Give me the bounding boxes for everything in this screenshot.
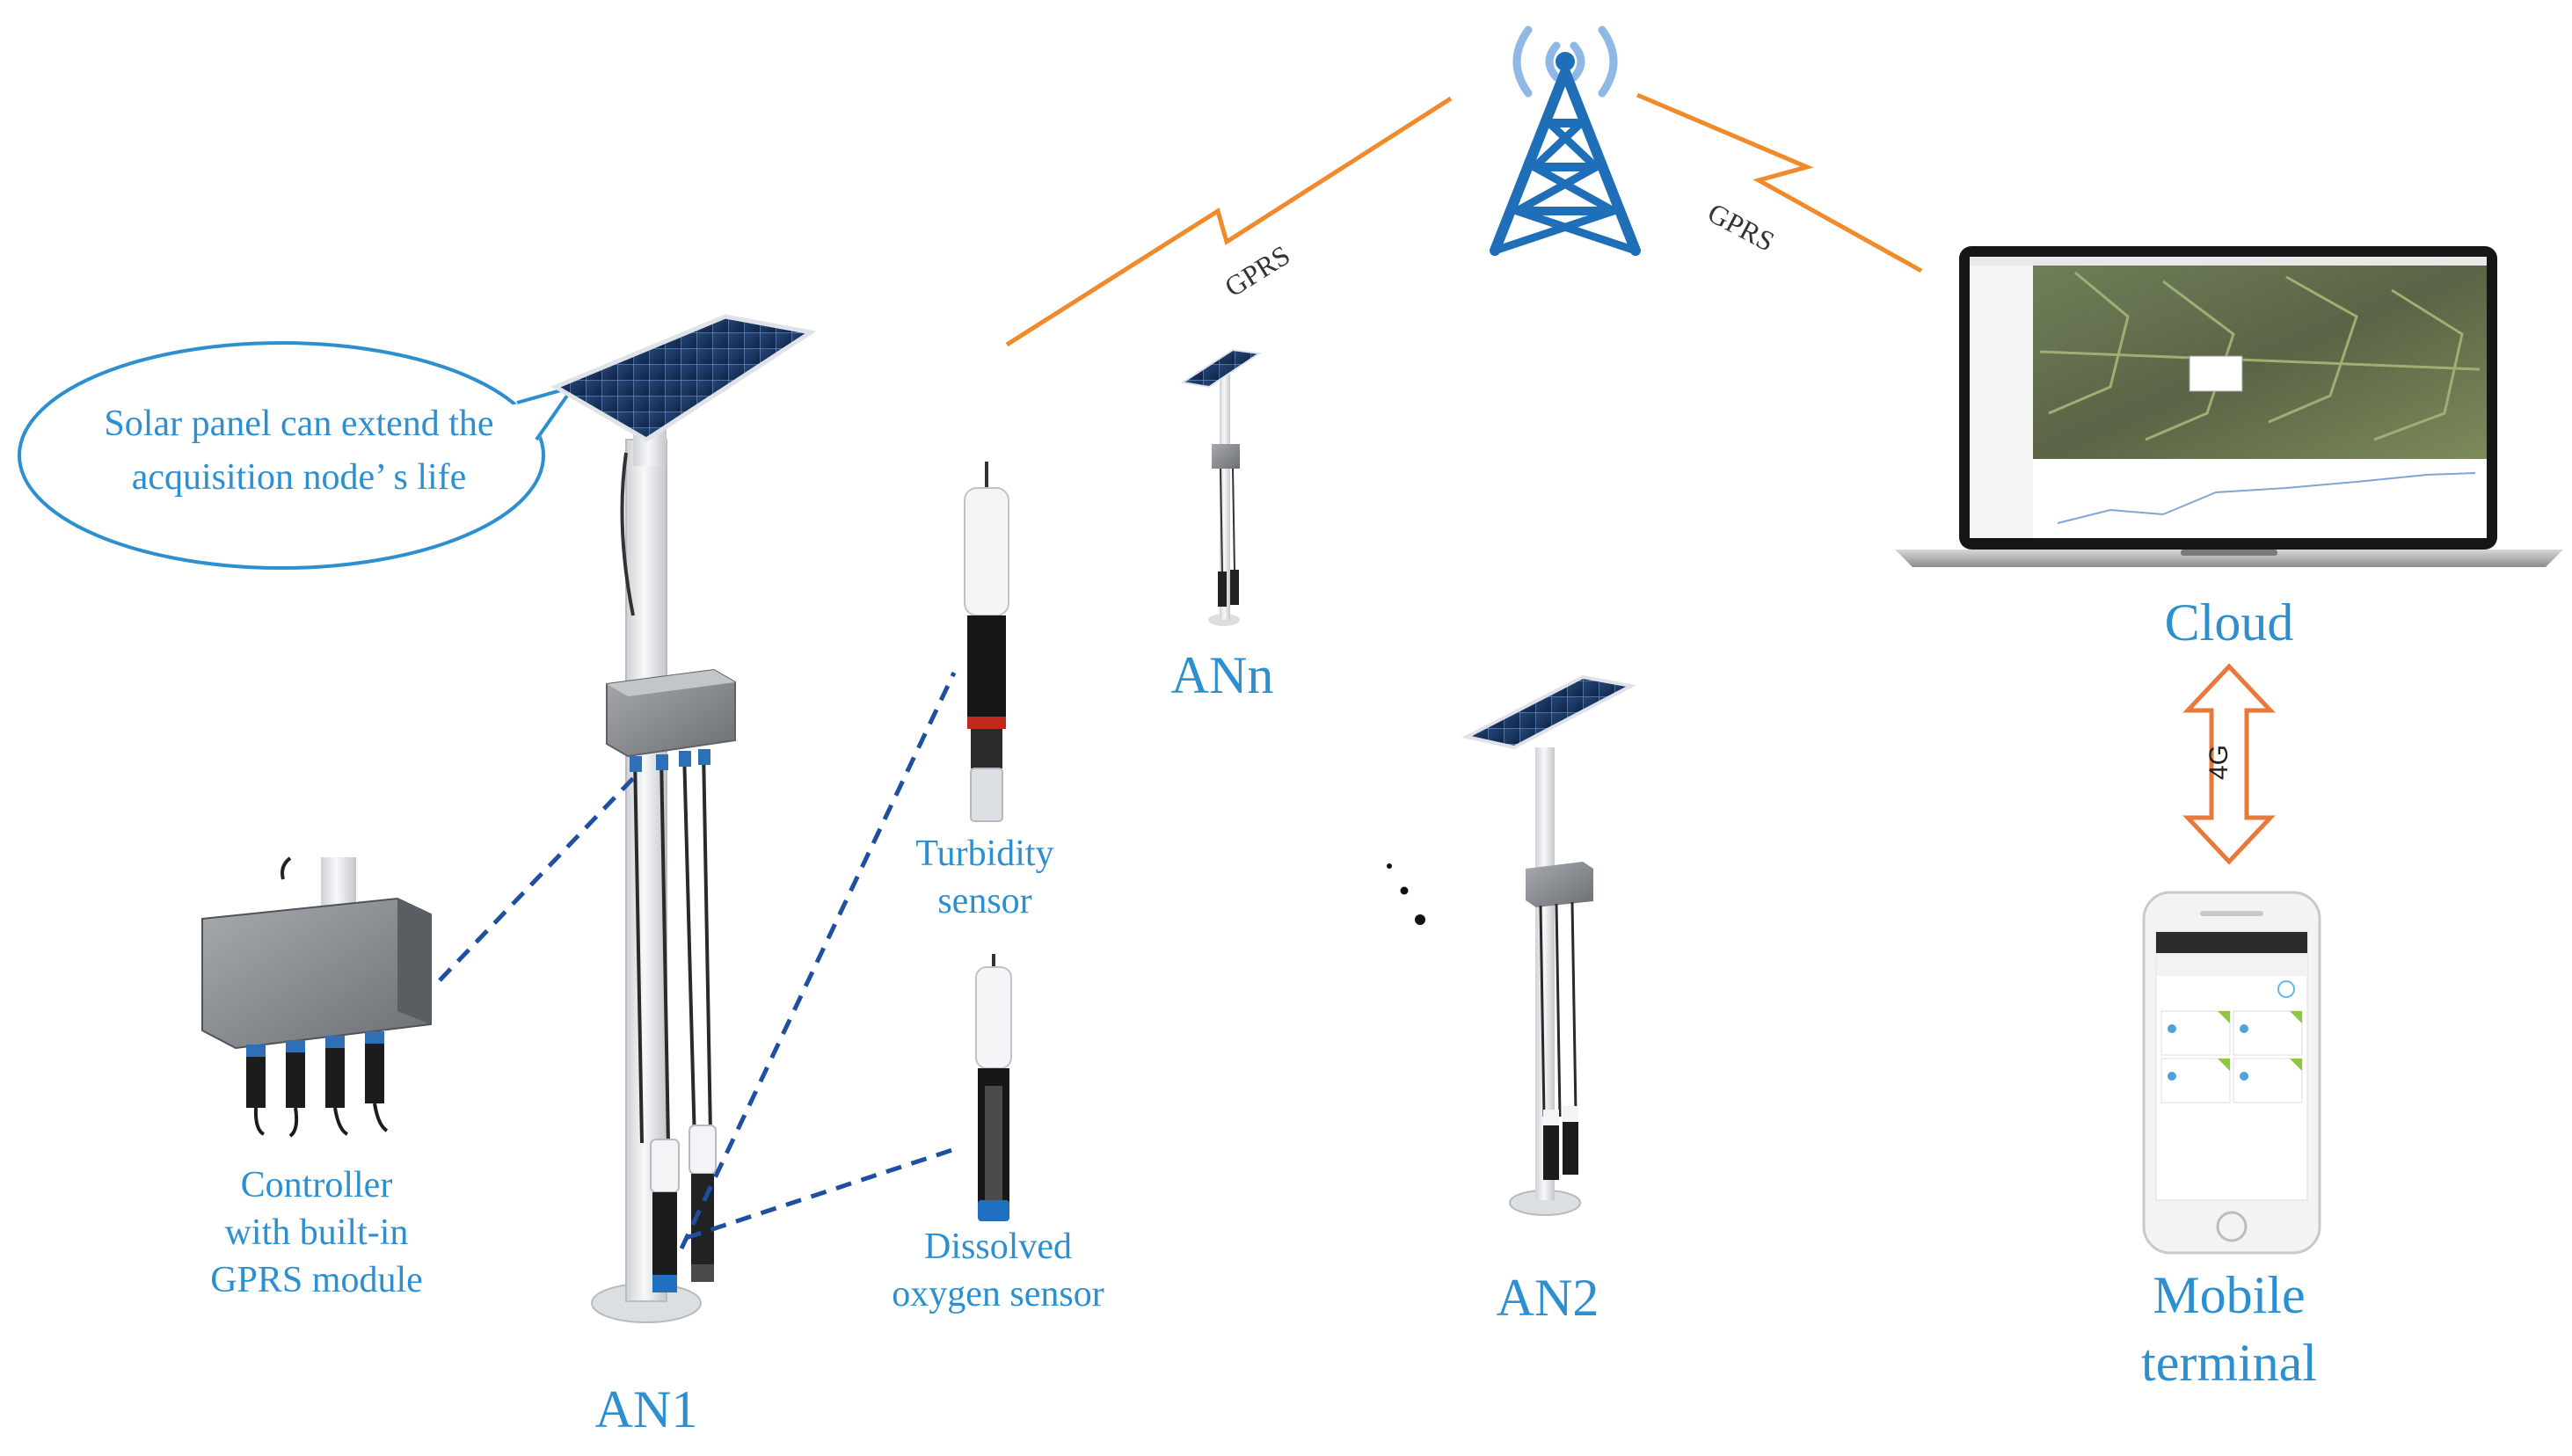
mobile-terminal-line-1: Mobile xyxy=(2153,1266,2306,1324)
cloud-label: Cloud xyxy=(2164,593,2294,652)
solar-note-line-1: Solar panel can extend the xyxy=(104,404,494,444)
controller-label-line-2: with built-in xyxy=(224,1212,409,1253)
mobile-terminal-label: Mobile terminal xyxy=(2093,1262,2365,1397)
controller-label-line-1: Controller xyxy=(240,1165,393,1205)
smartphone-image xyxy=(2142,891,2321,1255)
turbidity-label-line-2: sensor xyxy=(937,880,1032,921)
turbidity-label-line-1: Turbidity xyxy=(915,834,1054,874)
controller-label: Controller with built-in GPRS module xyxy=(167,1162,466,1304)
gprs-link-right xyxy=(1636,92,1923,273)
turbidity-label: Turbidity sensor xyxy=(853,831,1117,926)
laptop-cloud-image xyxy=(1895,246,2563,567)
dissolved-oxygen-label-line-2: oxygen sensor xyxy=(892,1273,1104,1314)
an2-node-image xyxy=(1461,674,1637,1216)
ann-node-image xyxy=(1180,348,1262,626)
more-nodes-dots xyxy=(1387,863,1425,925)
mobile-terminal-line-2: terminal xyxy=(2141,1333,2317,1392)
do-sensor-image xyxy=(975,954,1012,1221)
dissolved-oxygen-label: Dissolved oxygen sensor xyxy=(844,1224,1152,1319)
an1-label: AN1 xyxy=(594,1380,698,1438)
dissolved-oxygen-label-line-1: Dissolved xyxy=(924,1227,1072,1267)
signal-tower-icon xyxy=(1490,25,1641,256)
dash-to-controller xyxy=(438,772,639,982)
turbidity-sensor-image xyxy=(964,462,1009,822)
solar-note-bubble xyxy=(18,341,578,570)
ann-label: ANn xyxy=(1170,646,1274,704)
solar-note-text: Solar panel can extend the acquisition n… xyxy=(35,397,563,505)
dash-to-do-sensor xyxy=(685,1145,961,1241)
gprs-link-left xyxy=(1005,96,1453,347)
dash-to-turbidity xyxy=(679,671,957,1250)
4g-double-arrow xyxy=(2182,663,2276,865)
an2-label: AN2 xyxy=(1496,1269,1599,1327)
an1-node-image xyxy=(550,314,817,1323)
solar-note-line-2: acquisition node’ s life xyxy=(131,456,467,498)
controller-image xyxy=(201,856,432,1138)
controller-label-line-3: GPRS module xyxy=(210,1259,423,1300)
4g-label: 4G xyxy=(2204,744,2234,781)
